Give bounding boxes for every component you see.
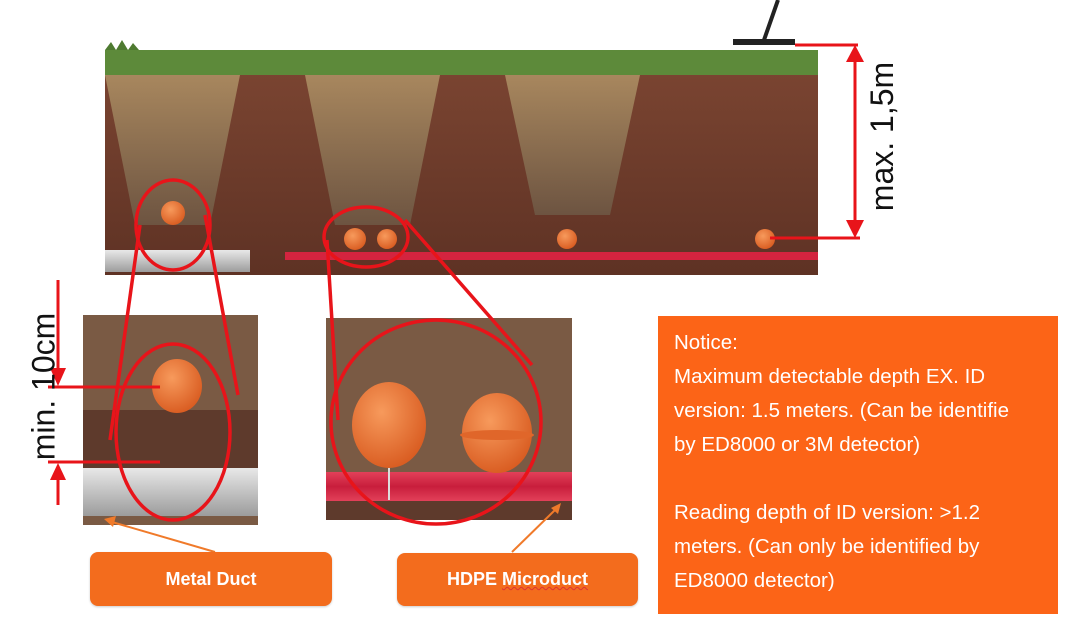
marker-ball <box>352 382 426 468</box>
notice-line: Reading depth of ID version: >1.2 <box>674 501 980 524</box>
trench-3 <box>505 75 640 215</box>
hdpe-microduct-text: Microduct <box>502 569 589 589</box>
notice-title: Notice: <box>674 331 738 354</box>
label-pointers <box>104 503 561 553</box>
highlight-callouts <box>108 178 543 526</box>
min-spacing-dimension <box>48 280 160 505</box>
trench-2 <box>305 75 440 225</box>
grass-strip <box>105 50 818 75</box>
min-spacing-label: min. 10cm <box>25 312 62 461</box>
max-depth-dimension <box>770 43 864 240</box>
marker-ball <box>557 229 577 249</box>
detector-icon <box>733 0 795 45</box>
hdpe-microduct <box>285 252 818 260</box>
notice-box: Notice: Maximum detectable depth EX. ID … <box>658 316 1058 614</box>
marker-ball <box>755 229 775 249</box>
zoom-panel-hdpe <box>326 318 572 520</box>
max-depth-label: max. 1,5m <box>864 61 901 212</box>
trench-1 <box>105 75 240 225</box>
notice-line: Maximum detectable depth EX. ID <box>674 365 986 388</box>
ground-cross-section <box>105 40 818 275</box>
notice-line: ED8000 detector) <box>674 569 835 592</box>
notice-line: by ED8000 or 3M detector) <box>674 433 921 456</box>
zoom-panel-metal <box>83 315 258 525</box>
marker-ball <box>344 228 366 250</box>
notice-spacer <box>674 462 1058 496</box>
metal-duct-label: Metal Duct <box>90 552 332 606</box>
metal-duct-text: Metal Duct <box>165 568 257 589</box>
marker-ball <box>152 359 202 413</box>
notice-line: meters. (Can only be identified by <box>674 535 980 558</box>
hdpe-prefix-text: HDPE <box>446 569 502 589</box>
hdpe-microduct-label: HDPE Microduct <box>397 553 638 606</box>
marker-ball <box>161 201 185 225</box>
marker-ball <box>377 229 397 249</box>
notice-line: version: 1.5 meters. (Can be identifie <box>674 399 1009 422</box>
